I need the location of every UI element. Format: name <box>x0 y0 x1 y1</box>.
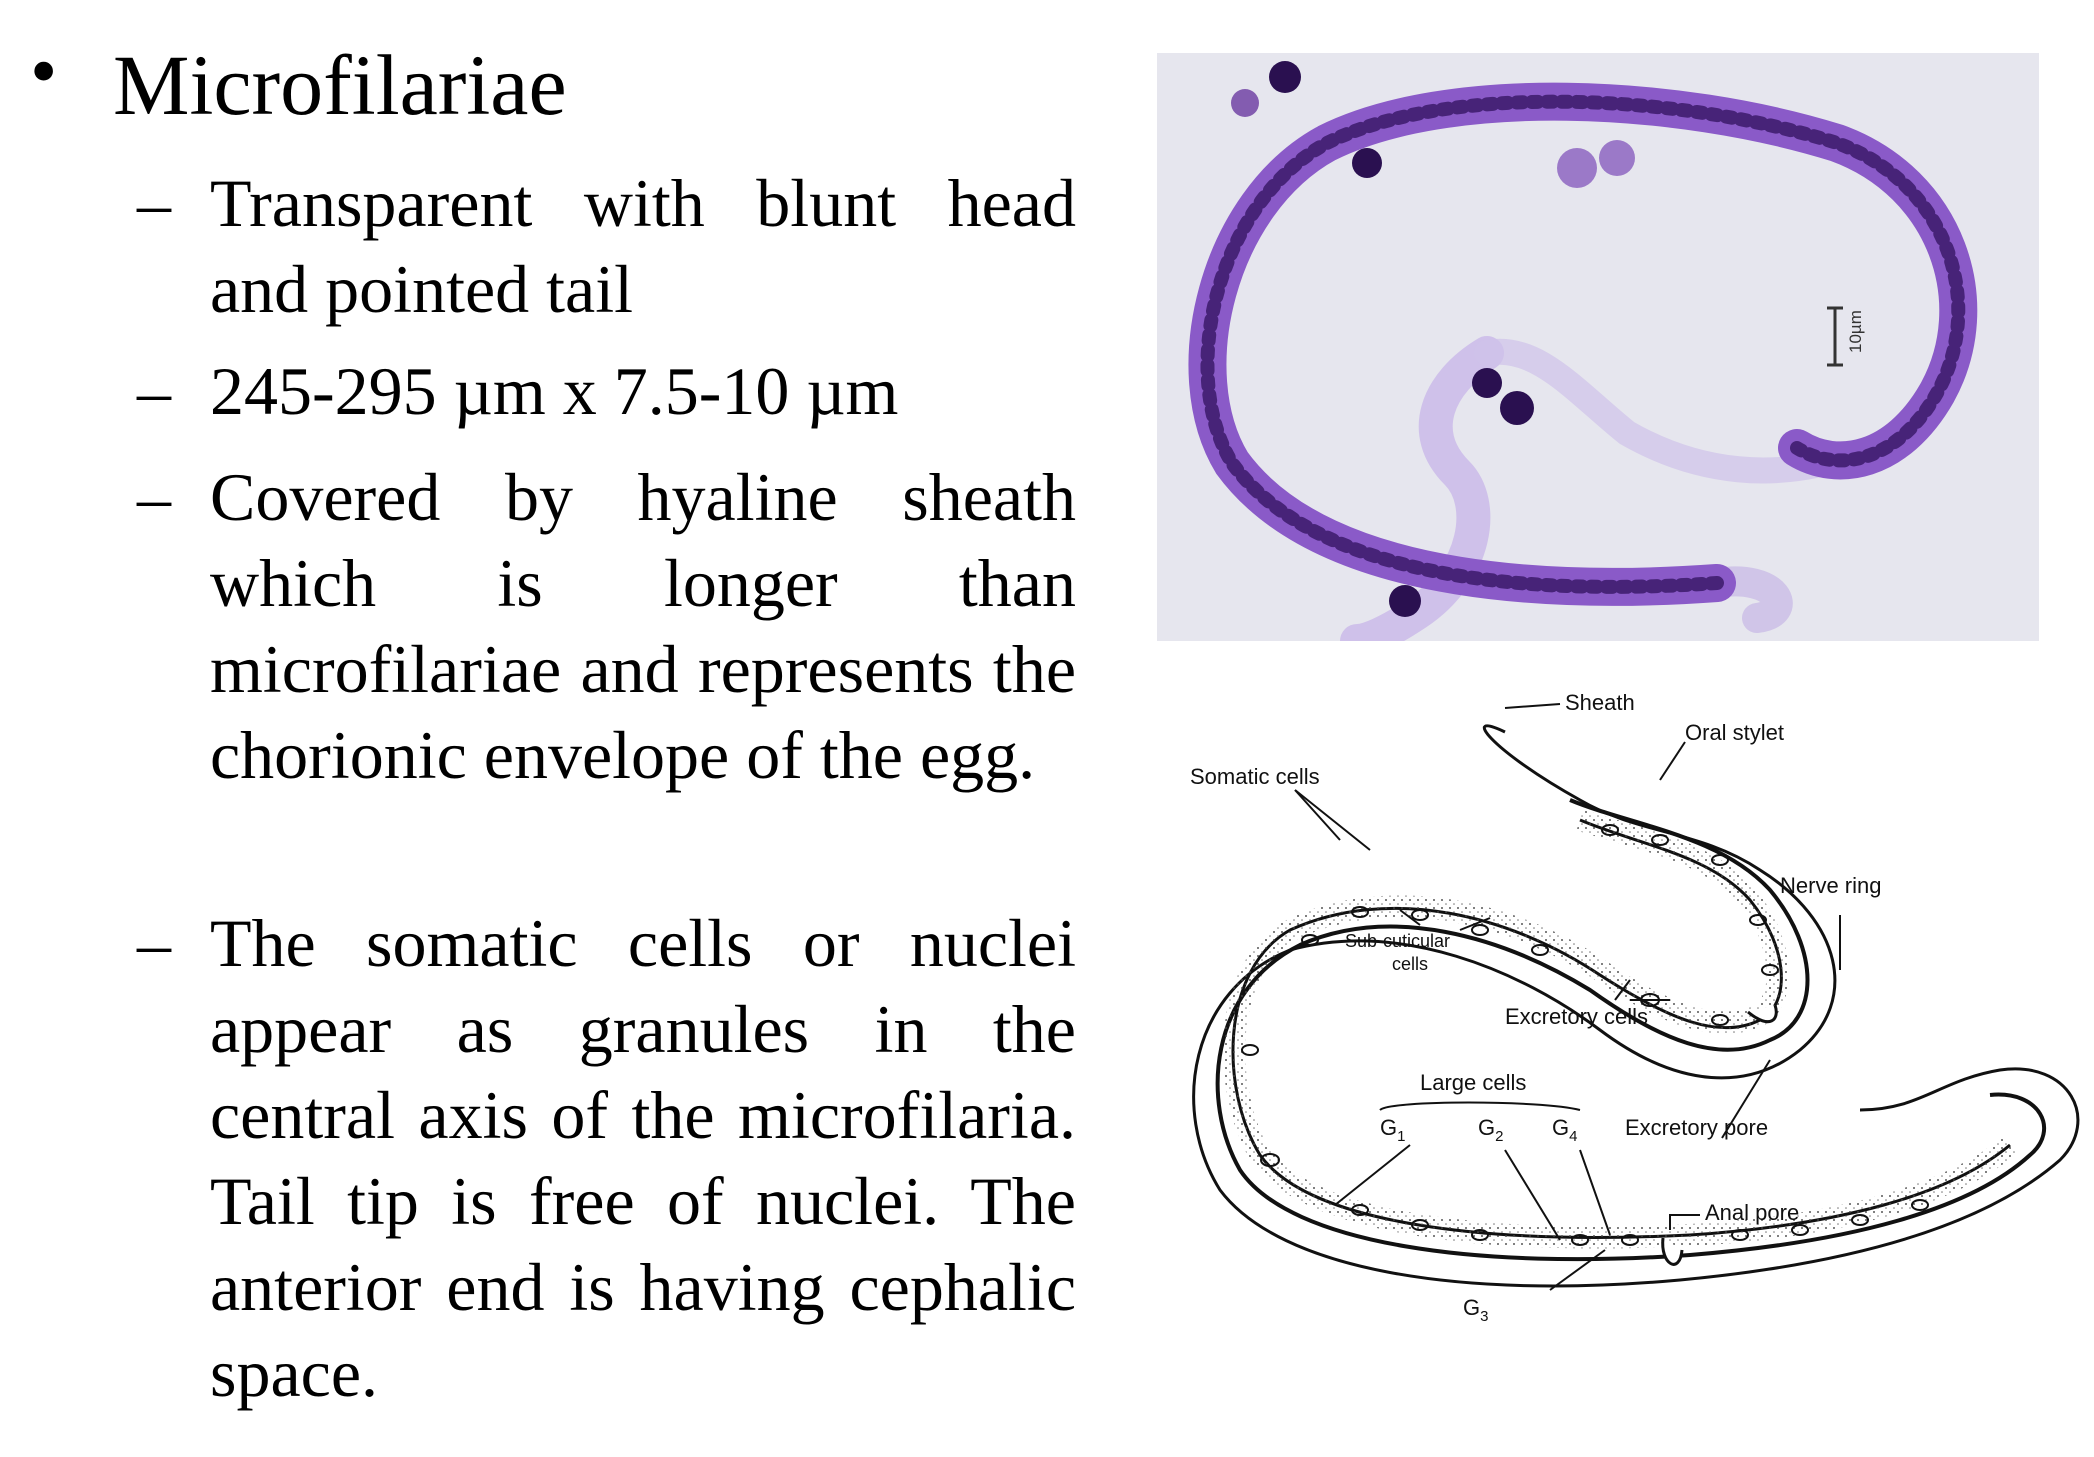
dash-marker: – <box>137 905 171 981</box>
slide-heading: Microfilariae <box>113 37 567 133</box>
label-anal-pore: Anal pore <box>1705 1200 1799 1225</box>
bullet-dot: • <box>30 27 58 114</box>
microfilaria-diagram: Sheath Oral stylet Somatic cells Nerve r… <box>1160 690 2090 1350</box>
label-g3: G3 <box>1463 1295 1488 1325</box>
diagram-drawing: Sheath Oral stylet Somatic cells Nerve r… <box>1190 690 2080 1325</box>
label-sub-cuticular-cells: cells <box>1392 954 1428 974</box>
label-sheath: Sheath <box>1565 690 1635 715</box>
label-excretory-cells: Excretory cells <box>1505 1004 1648 1029</box>
label-excretory-pore: Excretory pore <box>1625 1115 1768 1140</box>
dash-marker: – <box>137 459 171 535</box>
scale-bar-label: 10µm <box>1846 310 1865 353</box>
label-g1: G1 <box>1380 1115 1405 1145</box>
text-column: • Microfilariae – Transparent with blunt… <box>30 27 1076 1416</box>
label-oral-stylet: Oral stylet <box>1685 720 1784 745</box>
label-large-cells: Large cells <box>1420 1070 1526 1095</box>
list-item-text: Transparent with blunt head and pointed … <box>210 165 1076 327</box>
list-item-size: 245-295 µm x 7.5-10 µm <box>210 348 1076 434</box>
list-item-text: 245-295 µm x 7.5-10 µm <box>210 353 899 429</box>
dash-marker: – <box>137 165 171 241</box>
list-item-text: The somatic cells or nuclei appear as gr… <box>210 905 1076 1411</box>
microfilaria-micrograph: 10µm <box>1157 53 2039 641</box>
list-item-shape: Transparent with blunt head and pointed … <box>210 160 1076 332</box>
dash-marker: – <box>137 353 171 429</box>
list-item-text: Covered by hyaline sheath which is longe… <box>210 459 1076 793</box>
label-somatic-cells: Somatic cells <box>1190 764 1320 789</box>
label-g2: G2 <box>1478 1115 1503 1145</box>
label-nerve-ring: Nerve ring <box>1780 873 1881 898</box>
micrograph-drawing: 10µm <box>1157 53 2039 641</box>
label-sub-cuticular: Sub-cuticular <box>1345 931 1450 951</box>
label-g4: G4 <box>1552 1115 1577 1145</box>
list-item-sheath: Covered by hyaline sheath which is longe… <box>210 454 1076 798</box>
list-item-nuclei: The somatic cells or nuclei appear as gr… <box>210 900 1076 1416</box>
